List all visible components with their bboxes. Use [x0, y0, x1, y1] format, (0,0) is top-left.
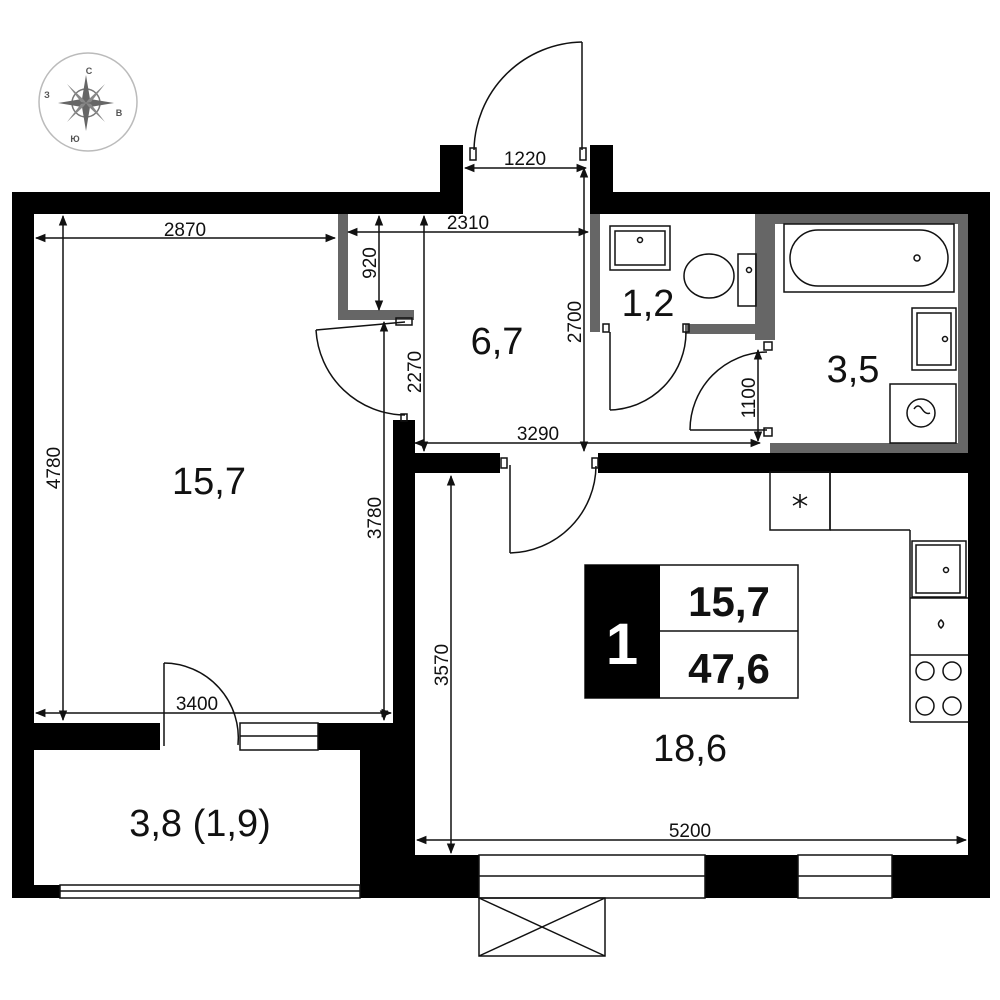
toilet-bowl — [683, 253, 757, 307]
washing-machine-icon — [889, 383, 957, 444]
door-toilet — [602, 323, 690, 411]
window-kitchen-right — [797, 854, 893, 899]
dim-corridor-width: 3290 — [517, 424, 559, 445]
window-living-room — [239, 722, 319, 751]
outdoor-loggia — [478, 897, 606, 957]
kitchen-counter — [769, 471, 968, 723]
dimension-lines — [34, 163, 968, 855]
entrance-door — [469, 41, 587, 161]
dim-bath-door: 1100 — [739, 378, 760, 419]
washbasin-toilet — [609, 225, 671, 271]
room-count: 1 — [606, 612, 638, 677]
dim-hall-width: 2310 — [447, 213, 489, 234]
window-balcony — [59, 884, 361, 899]
area-kitchen: 18,6 — [653, 728, 727, 770]
compass-west: З — [44, 90, 50, 100]
area-bathroom: 3,5 — [827, 349, 880, 391]
dim-living-width: 2870 — [164, 220, 206, 241]
area-balcony: 3,8 (1,9) — [129, 803, 271, 845]
compass-rose-icon: С Ю З В — [38, 52, 138, 152]
compass-south: Ю — [70, 134, 79, 144]
area-toilet: 1,2 — [622, 283, 675, 325]
dim-living-inner-length: 3780 — [365, 497, 386, 539]
fixtures — [609, 223, 968, 723]
dim-living-bottom-width: 3400 — [176, 694, 218, 715]
dim-entrance-width: 1220 — [504, 149, 546, 170]
windows — [59, 722, 893, 899]
washbasin-bath — [911, 307, 957, 371]
bathtub — [783, 223, 955, 293]
compass-north: С — [86, 66, 93, 76]
total-area: 47,6 — [688, 645, 770, 692]
door-living-room — [315, 317, 413, 422]
living-area-total: 15,7 — [688, 578, 770, 625]
dim-kitchen-width: 5200 — [669, 821, 711, 842]
dim-hall-to-kitchen: 2270 — [405, 351, 426, 393]
door-kitchen — [500, 457, 599, 554]
area-living-room: 15,7 — [172, 461, 246, 503]
apartment-summary-badge: 1 15,7 47,6 — [584, 564, 799, 699]
door-balcony — [163, 662, 240, 746]
doors — [163, 41, 773, 746]
partition-walls — [338, 214, 968, 453]
dim-closet-depth: 920 — [360, 247, 381, 279]
exterior-walls — [12, 145, 990, 898]
dim-kitchen-length: 3570 — [432, 644, 453, 686]
window-kitchen-left — [478, 854, 706, 899]
kitchen-sink — [911, 540, 967, 598]
area-hallway: 6,7 — [471, 321, 524, 363]
dim-hall-depth: 2700 — [565, 301, 586, 343]
dimension-labels: 1220 2870 2310 920 2700 2270 3290 1100 4… — [44, 149, 760, 842]
dim-living-length: 4780 — [44, 447, 65, 489]
faucet-icon — [937, 619, 945, 629]
room-areas: 15,7 6,7 1,2 3,5 18,6 3,8 (1,9) — [129, 283, 879, 845]
compass-east: В — [116, 108, 123, 118]
stove — [915, 661, 962, 716]
asterisk-icon — [792, 494, 808, 508]
